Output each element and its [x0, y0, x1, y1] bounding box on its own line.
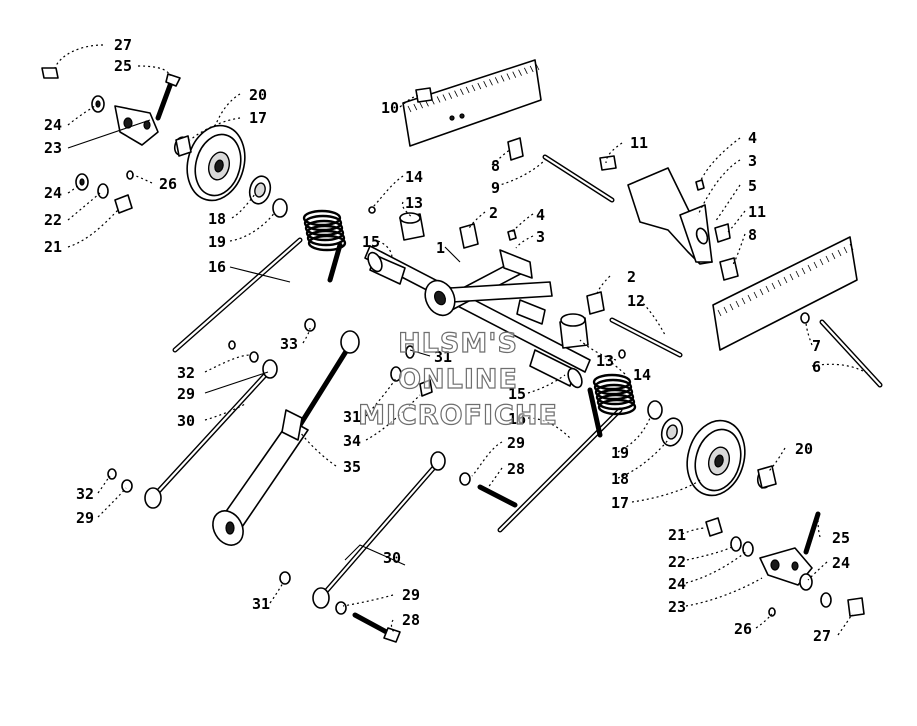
callout-35: 35: [343, 458, 361, 476]
left-torsion-spring: [172, 209, 347, 353]
callout-15: 15: [508, 385, 526, 403]
callout-11: 11: [630, 134, 648, 152]
left-slide-rail: [402, 59, 542, 147]
callout-24: 24: [44, 116, 62, 134]
callout-23: 23: [668, 598, 686, 616]
callout-18: 18: [208, 210, 226, 228]
callout-2: 2: [489, 204, 498, 222]
callout-labels: 27 25 20 17 24 23 26 24 22 21 18 19 16 1…: [44, 36, 850, 645]
callout-23: 23: [44, 139, 62, 157]
callout-10: 10: [381, 99, 399, 117]
callout-4: 4: [536, 206, 545, 224]
small-hardware: [272, 87, 810, 420]
upper-left-idler-bracket: [114, 105, 159, 146]
upper-shaft: [542, 154, 615, 203]
watermark-line-3: MICROFICHE: [358, 400, 558, 431]
callout-32: 32: [76, 485, 94, 503]
right-slide-rail: [712, 236, 858, 351]
callout-30: 30: [383, 549, 401, 567]
lower-right-wheel: [686, 419, 746, 497]
lower-right-washers: [705, 517, 865, 617]
callout-8: 8: [748, 226, 757, 244]
callout-12: 12: [627, 292, 645, 310]
upper-left-wheel: [186, 124, 246, 202]
watermark-line-2: ONLINE: [398, 364, 518, 395]
lower-right-bearing: [660, 417, 684, 447]
callout-29: 29: [76, 509, 94, 527]
callout-8: 8: [491, 157, 500, 175]
callout-20: 20: [795, 440, 813, 458]
callout-19: 19: [611, 444, 629, 462]
upper-link-rod: [144, 359, 278, 509]
callout-28: 28: [402, 611, 420, 629]
callout-31: 31: [434, 348, 452, 366]
callout-31: 31: [252, 595, 270, 613]
leader-lines: [54, 44, 871, 636]
callout-29: 29: [507, 434, 525, 452]
watermark-line-1: HLSM'S: [398, 328, 518, 359]
callout-26: 26: [159, 175, 177, 193]
callout-29: 29: [177, 385, 195, 403]
callout-3: 3: [748, 152, 757, 170]
callout-20: 20: [249, 86, 267, 104]
callout-24: 24: [668, 575, 686, 593]
callout-5: 5: [748, 177, 757, 195]
callout-18: 18: [611, 470, 629, 488]
callout-17: 17: [249, 109, 267, 127]
callout-9: 9: [491, 179, 500, 197]
callout-3: 3: [536, 228, 545, 246]
callout-4: 4: [748, 129, 757, 147]
callout-14: 14: [405, 168, 423, 186]
callout-33: 33: [280, 335, 298, 353]
pivot-pins-2: [459, 137, 739, 315]
misc-bushings: [107, 318, 518, 643]
shock-absorber: [212, 342, 353, 546]
upper-left-washers: [41, 67, 134, 214]
callout-27: 27: [813, 627, 831, 645]
callout-21: 21: [668, 526, 686, 544]
upper-left-bolt-25: [155, 73, 181, 121]
callout-16: 16: [208, 258, 226, 276]
watermark: HLSM'S ONLINE MICROFICHE: [357, 327, 558, 431]
callout-15: 15: [362, 233, 380, 251]
callout-2: 2: [627, 268, 636, 286]
callout-26: 26: [734, 620, 752, 638]
callout-25: 25: [114, 57, 132, 75]
callout-32: 32: [177, 364, 195, 382]
lower-right-bolt-25: [803, 511, 821, 555]
callout-16: 16: [508, 410, 526, 428]
callout-29: 29: [402, 586, 420, 604]
lower-right-spacer: [756, 465, 777, 489]
right-torsion-spring: [497, 373, 637, 533]
callout-19: 19: [208, 233, 226, 251]
callout-25: 25: [832, 529, 850, 547]
lower-link-rod: [312, 451, 446, 609]
rail-bracket: [627, 167, 713, 265]
callout-27: 27: [114, 36, 132, 54]
callout-30: 30: [177, 412, 195, 430]
callout-31: 31: [343, 408, 361, 426]
callout-14: 14: [633, 366, 651, 384]
callout-24: 24: [44, 184, 62, 202]
callout-1: 1: [436, 239, 445, 257]
callout-34: 34: [343, 432, 361, 450]
callout-13: 13: [405, 194, 423, 212]
upper-left-spacer: [173, 135, 192, 157]
callout-11: 11: [748, 203, 766, 221]
callout-17: 17: [611, 494, 629, 512]
callout-28: 28: [507, 460, 525, 478]
callout-24: 24: [832, 554, 850, 572]
callout-22: 22: [668, 553, 686, 571]
callout-6: 6: [812, 358, 821, 376]
upper-left-bearing: [248, 175, 272, 205]
callout-22: 22: [44, 211, 62, 229]
lower-long-bolt: [819, 319, 883, 388]
callout-13: 13: [596, 352, 614, 370]
callout-7: 7: [812, 337, 821, 355]
callout-21: 21: [44, 238, 62, 256]
cross-shaft-12: [609, 317, 683, 358]
